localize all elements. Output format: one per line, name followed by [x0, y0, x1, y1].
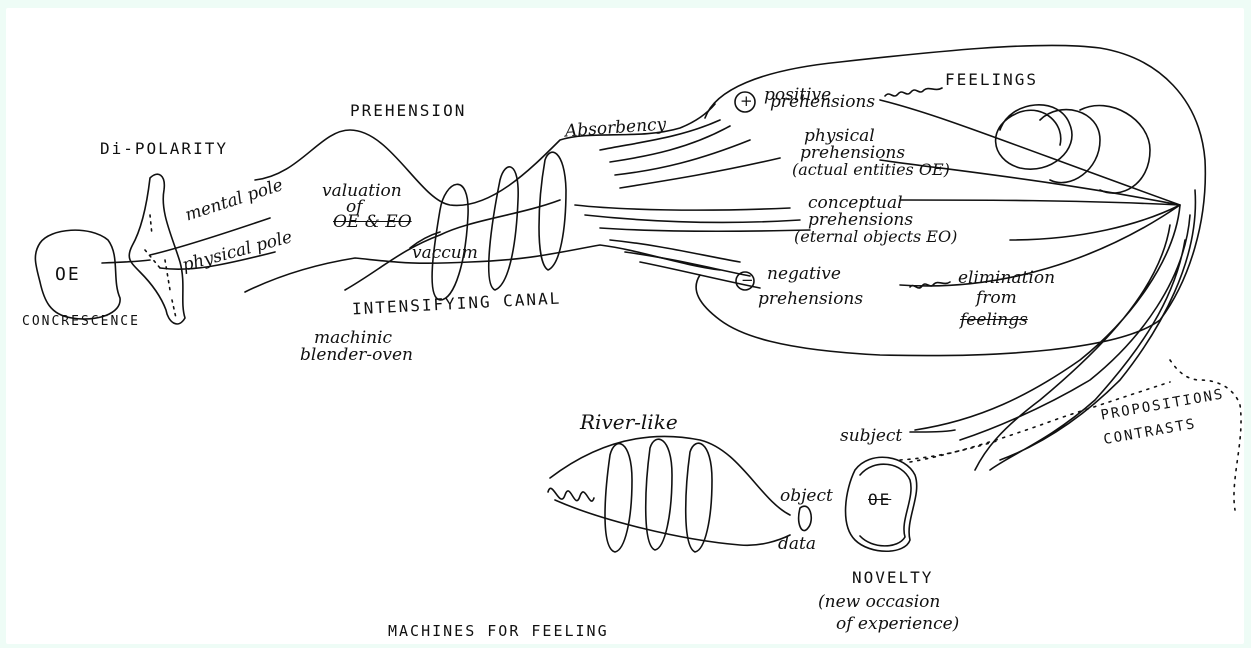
river-top	[550, 436, 790, 515]
conceptual-eternal-objects-label: (eternal objects EO)	[794, 229, 957, 245]
propositions-dotted-region	[910, 360, 1241, 510]
object-blob	[799, 506, 812, 530]
oe-left-label: OE	[55, 266, 81, 284]
elimination-label: elimination	[958, 270, 1055, 287]
pole-connector	[102, 260, 150, 263]
river-bottom	[555, 500, 790, 545]
subject-dots	[900, 440, 1000, 460]
di-polarity-shape	[129, 174, 185, 324]
strands-middle	[575, 205, 810, 231]
di-polarity-dots	[145, 215, 176, 318]
river-coils	[605, 439, 712, 552]
di-polarity-label: Di-POLARITY	[100, 141, 228, 157]
negative-prehensions-label: prehensions	[758, 291, 863, 308]
elimination-feelings-label: feelings	[960, 312, 1028, 329]
physical-actual-entities-label: (actual entities OE)	[792, 162, 950, 178]
valuation-oe-eo-label: OE & EO	[333, 214, 412, 231]
river-scribble	[548, 488, 594, 501]
river-like-label: River-like	[580, 412, 678, 432]
subject-label: subject	[840, 428, 902, 445]
oe-right-label: OE	[868, 492, 891, 508]
concrescence-label: CONCRESCENCE	[22, 315, 140, 328]
novelty-label: NOVELTY	[852, 570, 933, 586]
negative-label: negative	[767, 266, 841, 283]
novelty-subtitle-2: of experience)	[836, 616, 959, 633]
diagram-title: MACHINES FOR FEELING	[388, 624, 609, 639]
positive-prehensions-label: prehensions	[770, 94, 875, 111]
object-label: object	[780, 488, 833, 505]
novelty-subtitle-1: (new occasion	[818, 594, 940, 611]
feelings-squiggle	[885, 88, 942, 96]
canal-coil-2	[489, 167, 518, 290]
feelings-label: FEELINGS	[945, 72, 1038, 88]
oe-left-text: OE	[55, 264, 81, 285]
data-label: data	[778, 536, 816, 553]
prehension-label: PREHENSION	[350, 103, 466, 119]
canal-bottom-edge	[245, 245, 720, 292]
negative-marker: −	[741, 273, 754, 288]
feelings-curls	[996, 105, 1150, 193]
convergence-lines	[880, 100, 1180, 286]
elimination-from-label: from	[976, 290, 1017, 307]
blender-oven-label: blender-oven	[300, 347, 413, 364]
positive-marker: +	[740, 94, 753, 109]
vaccum-label: vaccum	[412, 245, 478, 262]
